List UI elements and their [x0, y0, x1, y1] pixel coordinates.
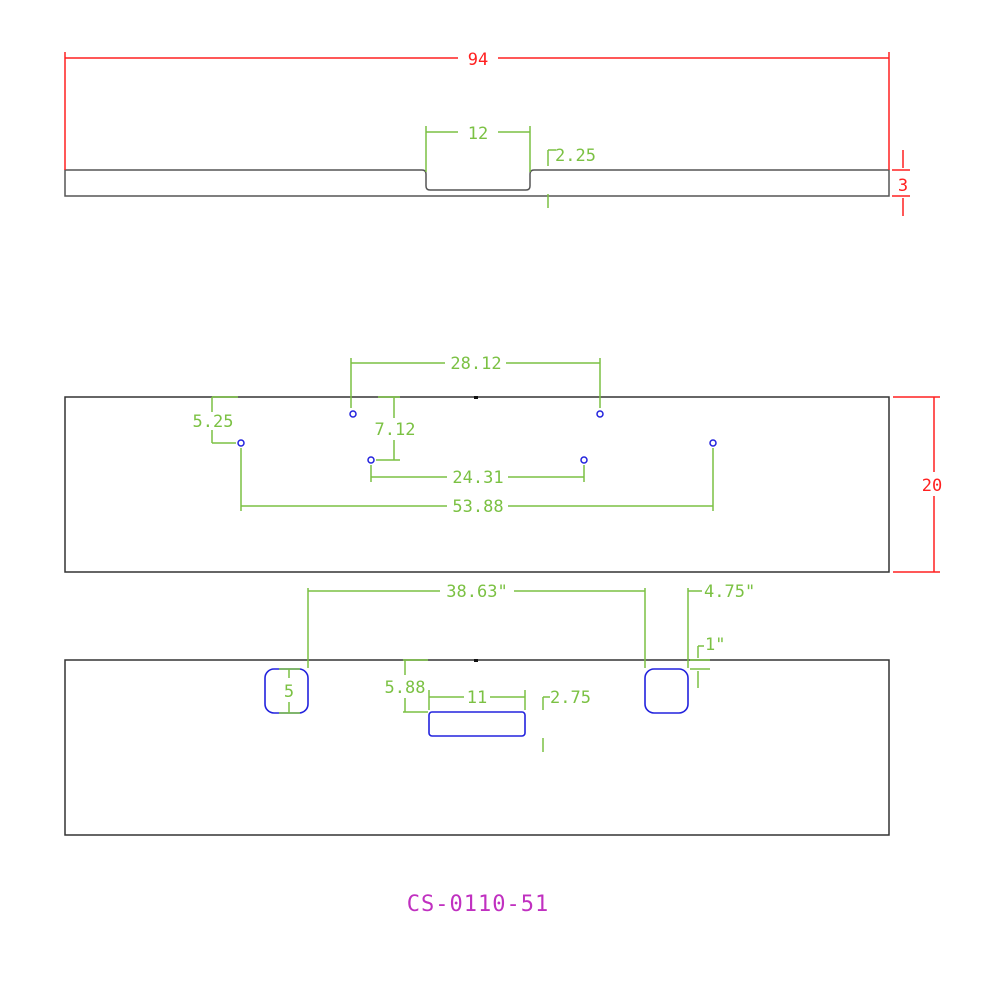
mounting-hole — [367, 456, 375, 464]
bottom-view: 5 38.63" 4.75" 1" — [64, 582, 890, 836]
notch-width-label: 12 — [468, 124, 488, 144]
inner-hole-spacing-label: 24.31 — [452, 468, 503, 488]
outer-hole-spacing-label: 53.88 — [452, 497, 503, 517]
notch-depth-label: 2.25 — [555, 146, 596, 166]
cutout-offset-label: 1" — [705, 635, 725, 655]
square-cutout — [644, 668, 689, 714]
bottom-view-outline — [64, 659, 890, 836]
top-view: 20 28.12 5.25 7.12 — [64, 354, 942, 573]
cutout-height-label: 5 — [284, 682, 294, 702]
slot-height-label: 2.75 — [550, 688, 591, 708]
notch-width-dimension — [425, 126, 531, 172]
mounting-hole — [349, 410, 357, 418]
cutout-height-dimension — [279, 668, 300, 714]
slot-offset-label: 5.88 — [385, 678, 426, 698]
upper-hole-spacing-dimension — [350, 358, 601, 408]
thickness-label: 3 — [898, 176, 908, 196]
inner-hole-offset-dimension — [376, 396, 400, 461]
inner-hole-spacing-dimension — [370, 465, 585, 482]
notch-depth-dimension — [547, 149, 556, 208]
side-view: 94 3 12 2.25 — [64, 50, 910, 216]
mounting-hole — [596, 410, 604, 418]
outer-hole-offset-dimension — [211, 396, 238, 444]
thickness-dimension — [892, 150, 910, 216]
overall-length-label: 94 — [468, 50, 488, 70]
slot-offset-dimension — [403, 659, 428, 713]
mounting-hole — [709, 439, 717, 447]
mounting-hole — [580, 456, 588, 464]
slot-cutout — [428, 711, 526, 737]
part-number: CS-0110-51 — [407, 892, 549, 917]
outer-hole-spacing-dimension — [240, 448, 714, 511]
cutout-offset-dimension — [690, 645, 710, 688]
cutout-spacing-dimension — [307, 588, 646, 668]
overall-length-dimension — [64, 52, 890, 170]
slot-length-label: 11 — [467, 688, 487, 708]
slot-height-dimension — [542, 696, 550, 752]
mounting-hole — [237, 439, 245, 447]
height-dimension — [893, 396, 940, 573]
cutout-width-dimension — [687, 588, 702, 668]
upper-hole-spacing-label: 28.12 — [450, 354, 501, 374]
side-view-profile — [64, 169, 890, 197]
top-view-center-mark — [474, 396, 478, 399]
outer-hole-offset-label: 5.25 — [193, 412, 234, 432]
slot-length-dimension — [428, 690, 526, 710]
bottom-view-center-mark — [474, 659, 478, 662]
height-label: 20 — [922, 476, 942, 496]
cutout-width-label: 4.75" — [704, 582, 755, 602]
cutout-spacing-label: 38.63" — [446, 582, 507, 602]
inner-hole-offset-label: 7.12 — [375, 420, 416, 440]
